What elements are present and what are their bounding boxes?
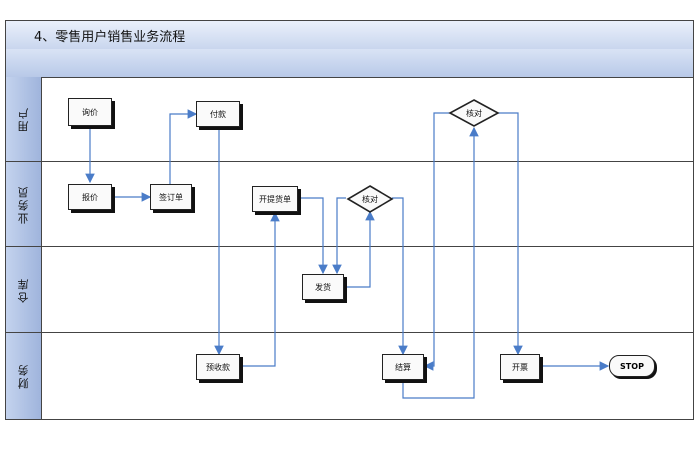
title-bar: 4、零售用户销售业务流程: [6, 21, 693, 50]
edge-delivery-ship: [298, 197, 328, 275]
node-receive-payment: 预收款: [196, 354, 240, 380]
edge-check-ship: [332, 197, 346, 275]
lane-user: 用户: [6, 77, 693, 162]
edge-receive-delivery: [240, 211, 280, 367]
edge-check-user-settle: [423, 112, 450, 371]
edge-sign-pay: [169, 109, 198, 184]
lane-label-user: 用户: [6, 77, 42, 161]
node-inquiry: 询价: [68, 98, 112, 126]
node-sign-order: 签订单: [150, 184, 192, 210]
lane-salesperson: 业务员: [6, 162, 693, 247]
edge-check-user-invoice: [498, 112, 523, 356]
node-ship: 发货: [302, 274, 344, 300]
diamond-check-sales: [346, 185, 394, 213]
label-check-user: 核对: [466, 109, 482, 118]
node-pay: 付款: [196, 101, 240, 127]
node-stop: STOP: [609, 355, 655, 377]
lane-warehouse: 仓库: [6, 247, 693, 333]
header-band: [6, 49, 693, 78]
node-settle: 结算: [382, 354, 424, 380]
lane-label-finance: 财务: [6, 333, 42, 419]
diamond-check-user: [448, 99, 500, 127]
node-quote: 报价: [68, 184, 112, 210]
lane-label-warehouse: 仓库: [6, 247, 42, 332]
flowchart-frame: 4、零售用户销售业务流程 用户 业务员 仓库 财务: [5, 20, 694, 420]
node-invoice: 开票: [500, 354, 540, 380]
lane-finance: 财务: [6, 333, 693, 419]
diagram-title: 4、零售用户销售业务流程: [34, 30, 186, 45]
node-issue-delivery: 开提货单: [252, 186, 298, 212]
edge-check-settle: [392, 197, 408, 356]
edge-ship-check: [345, 210, 375, 288]
lane-label-salesperson: 业务员: [6, 162, 42, 246]
edge-settle-check-user: [402, 126, 479, 399]
label-check-sales: 核对: [362, 195, 378, 204]
